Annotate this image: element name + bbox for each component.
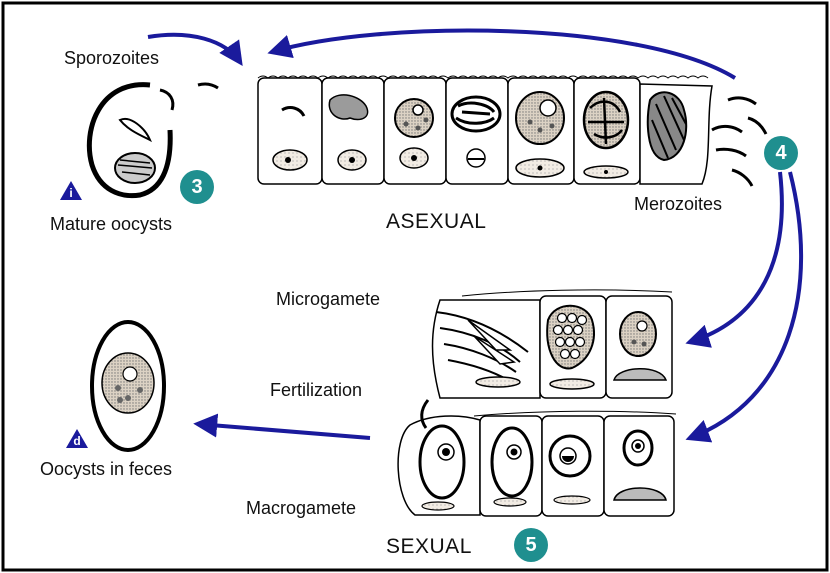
oocyst-in-feces	[92, 322, 164, 450]
infective-stage-letter: i	[61, 186, 81, 200]
arrow-sporozoites	[148, 35, 240, 62]
label-microgamete: Microgamete	[276, 290, 380, 308]
label-fertilization: Fertilization	[270, 381, 362, 399]
diagnostic-stage-letter: d	[67, 434, 87, 448]
arrow-to-feces	[198, 424, 370, 438]
label-sporozoites: Sporozoites	[64, 49, 159, 67]
label-mature-oocysts: Mature oocysts	[50, 215, 172, 233]
merozoite-crescents	[712, 98, 766, 186]
stage-5-badge: 5	[514, 528, 548, 562]
label-macrogamete: Macrogamete	[246, 499, 356, 517]
asexual-cell-row	[258, 76, 712, 184]
arrow-merozoite-recycle	[272, 31, 735, 78]
label-oocysts-in-feces: Oocysts in feces	[40, 460, 172, 478]
stage-3-badge: 3	[180, 170, 214, 204]
stage-4-badge: 4	[764, 136, 798, 170]
label-merozoites: Merozoites	[634, 195, 722, 213]
label-sexual: SEXUAL	[386, 536, 472, 557]
microgamete-cell-row	[433, 290, 673, 398]
label-asexual: ASEXUAL	[386, 211, 486, 232]
macrogamete-cell-row	[398, 400, 676, 516]
